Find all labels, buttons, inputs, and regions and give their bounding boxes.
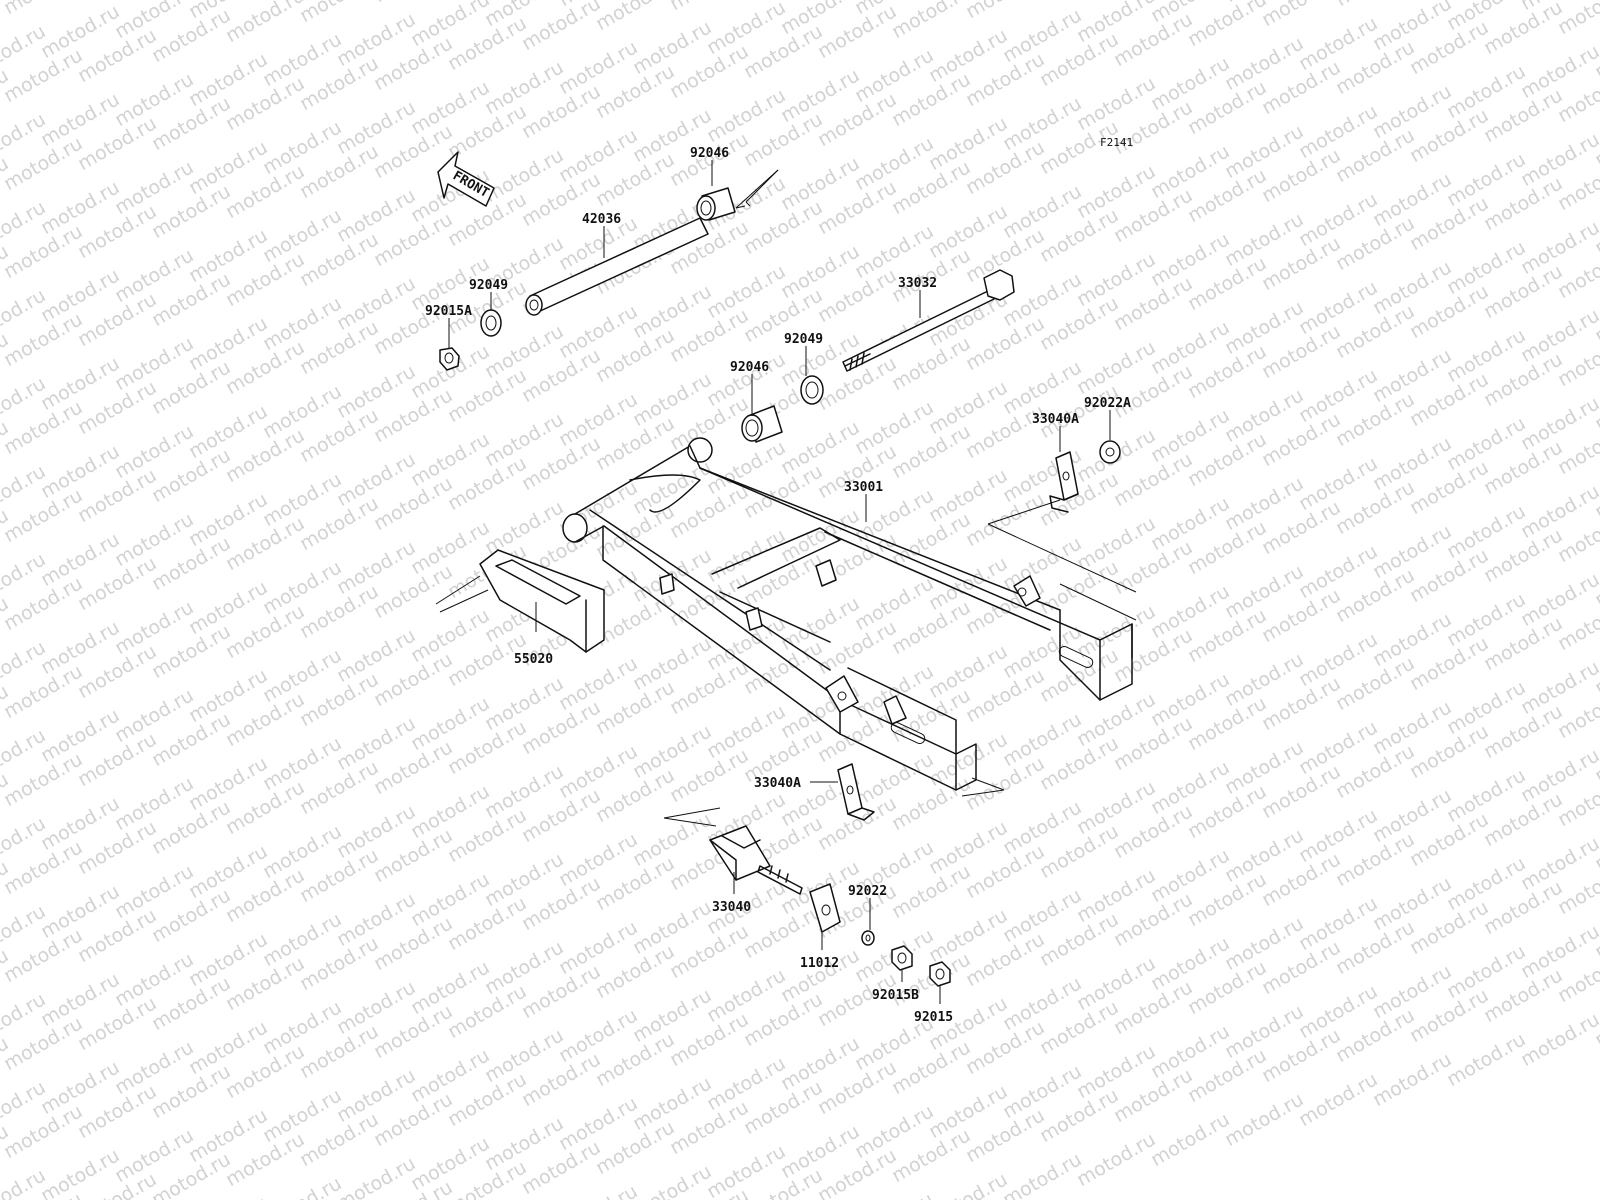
chain-adjuster-plate-icon <box>1049 451 1079 513</box>
hex-nut-icon <box>929 961 951 987</box>
front-arrow-icon: FRONT <box>437 151 495 207</box>
part-label-42036: 42036 <box>582 212 621 227</box>
grease-seal-icon <box>480 309 502 337</box>
part-label-92015: 92015 <box>914 1010 953 1025</box>
part-label-33040a: 33040A <box>754 776 801 791</box>
needle-bearing-icon <box>741 405 783 443</box>
needle-bearing-icon <box>696 187 736 221</box>
part-label-33040a: 33040A <box>1032 412 1079 427</box>
part-label-92046: 92046 <box>690 146 729 161</box>
washer-icon <box>1099 440 1121 464</box>
adjuster-plate-icon <box>809 883 841 933</box>
part-label-92015b: 92015B <box>872 988 919 1003</box>
part-label-33040: 33040 <box>712 900 751 915</box>
part-label-92015a: 92015A <box>425 304 472 319</box>
grease-seal-icon <box>800 375 824 405</box>
part-label-55020: 55020 <box>514 652 553 667</box>
part-labels: 42036 92046 92049 92015A 33032 92049 920… <box>425 146 1131 1025</box>
washer-icon <box>861 930 875 946</box>
part-label-92049: 92049 <box>784 332 823 347</box>
chain-guard-icon <box>479 549 605 653</box>
pivot-bolt-icon <box>842 269 1015 372</box>
part-label-92049: 92049 <box>469 278 508 293</box>
sleeve-tube-icon <box>525 217 709 316</box>
part-label-33032: 33032 <box>898 276 937 291</box>
leader-lines <box>448 160 1111 1004</box>
figure-code: F2141 <box>1100 136 1134 149</box>
part-label-92046: 92046 <box>730 360 769 375</box>
part-label-11012: 11012 <box>800 956 839 971</box>
hex-nut-icon <box>891 945 913 971</box>
part-label-33001: 33001 <box>844 480 883 495</box>
part-label-92022a: 92022A <box>1084 396 1131 411</box>
chain-adjuster-icon <box>709 825 803 895</box>
swingarm-frame-icon <box>562 437 1133 791</box>
hex-nut-icon <box>439 347 460 371</box>
chain-adjuster-plate-icon <box>837 763 875 821</box>
part-label-92022: 92022 <box>848 884 887 899</box>
